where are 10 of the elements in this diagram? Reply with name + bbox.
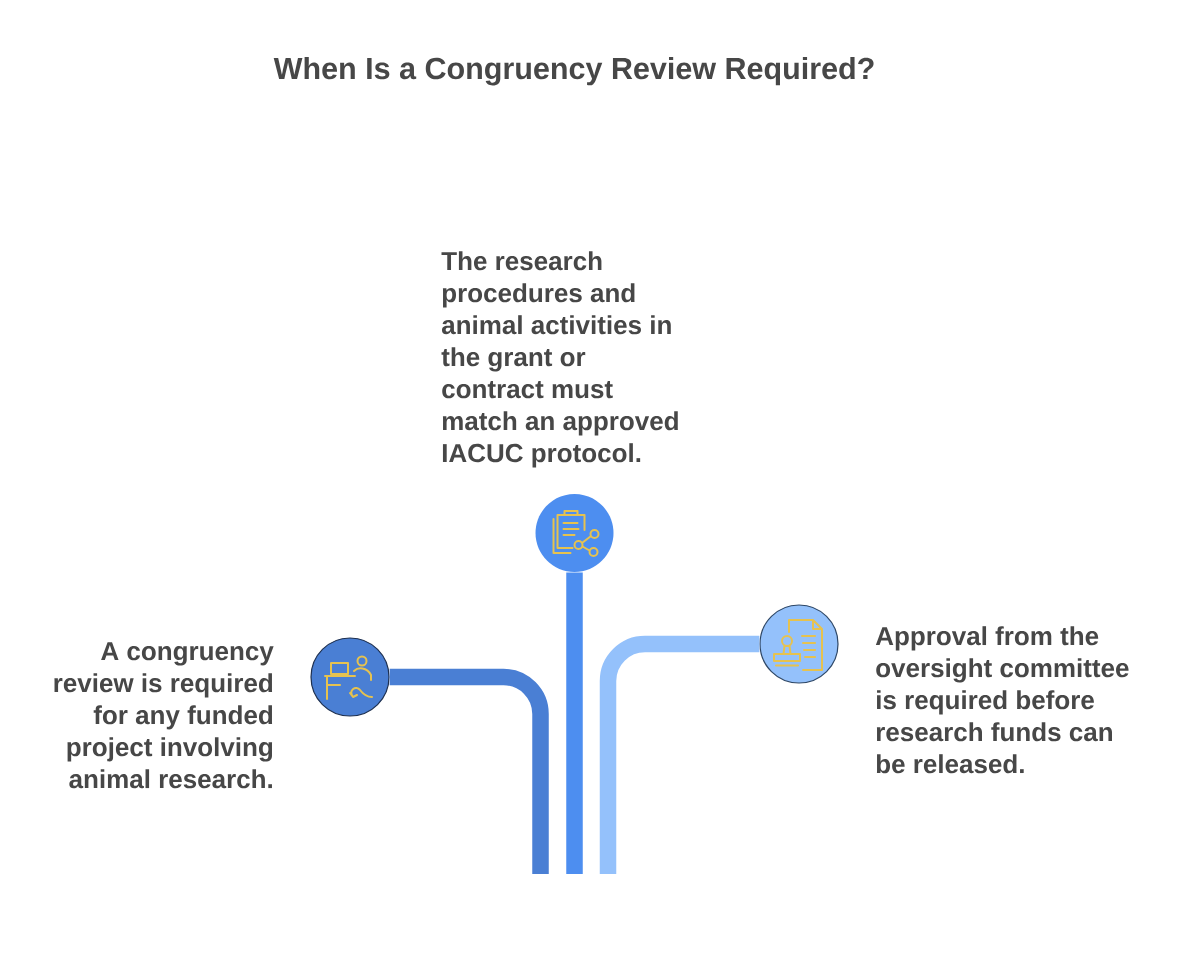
body-text: Approval from the oversight committee is required before research funds can be released.: [875, 626, 1129, 774]
title: When Is a Congruency Review Required?: [273, 56, 874, 86]
icon-circle: [535, 494, 614, 572]
pipe: [389, 668, 549, 874]
pipe: [599, 635, 760, 874]
icon-circle: [759, 604, 839, 684]
body-text: A congruency review is required for any funded project involving animal research.: [54, 642, 274, 789]
pipe: [566, 572, 583, 874]
body-text: The research procedures and animal activities in the grant or contract must match an approved IACUC protocol.: [441, 251, 678, 468]
icon-circle: [310, 637, 390, 717]
